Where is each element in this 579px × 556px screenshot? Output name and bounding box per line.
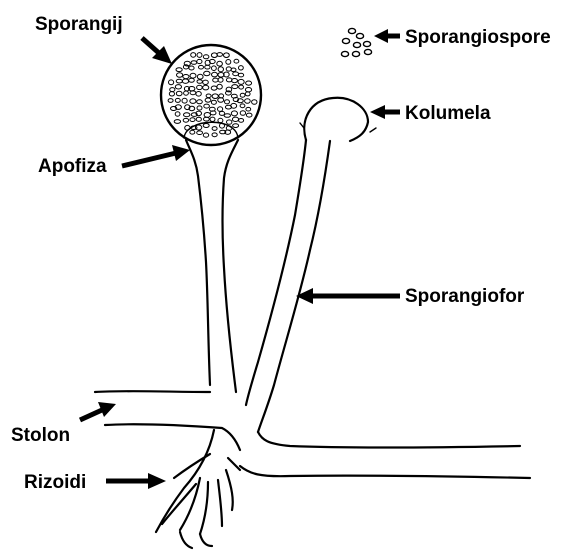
- arrow-sporangij: [142, 38, 172, 64]
- label-sporangiospore: Sporangiospore: [405, 27, 551, 48]
- sporangium: [161, 45, 261, 145]
- arrow-rizoidi: [106, 473, 166, 489]
- arrow-sporangiospore: [374, 29, 400, 43]
- label-sporangiofor: Sporangiofor: [405, 286, 525, 307]
- left-sporangiophore: [186, 140, 238, 392]
- label-stolon: Stolon: [11, 425, 70, 446]
- stolon: [95, 391, 530, 478]
- arrow-kolumela: [370, 105, 400, 119]
- arrow-sporangiofor: [296, 288, 400, 304]
- label-sporangij: Sporangij: [35, 14, 123, 35]
- label-kolumela: Kolumela: [405, 103, 491, 124]
- right-sporangiophore: [246, 98, 376, 432]
- rhizoids: [156, 430, 240, 548]
- labels: Sporangij Sporangiospore Kolumela Apofiz…: [11, 14, 551, 493]
- label-apofiza: Apofiza: [38, 156, 107, 177]
- label-rizoidi: Rizoidi: [24, 472, 86, 493]
- arrow-stolon: [80, 402, 116, 420]
- free-sporangiospores: [341, 28, 371, 56]
- arrow-apofiza: [122, 145, 190, 166]
